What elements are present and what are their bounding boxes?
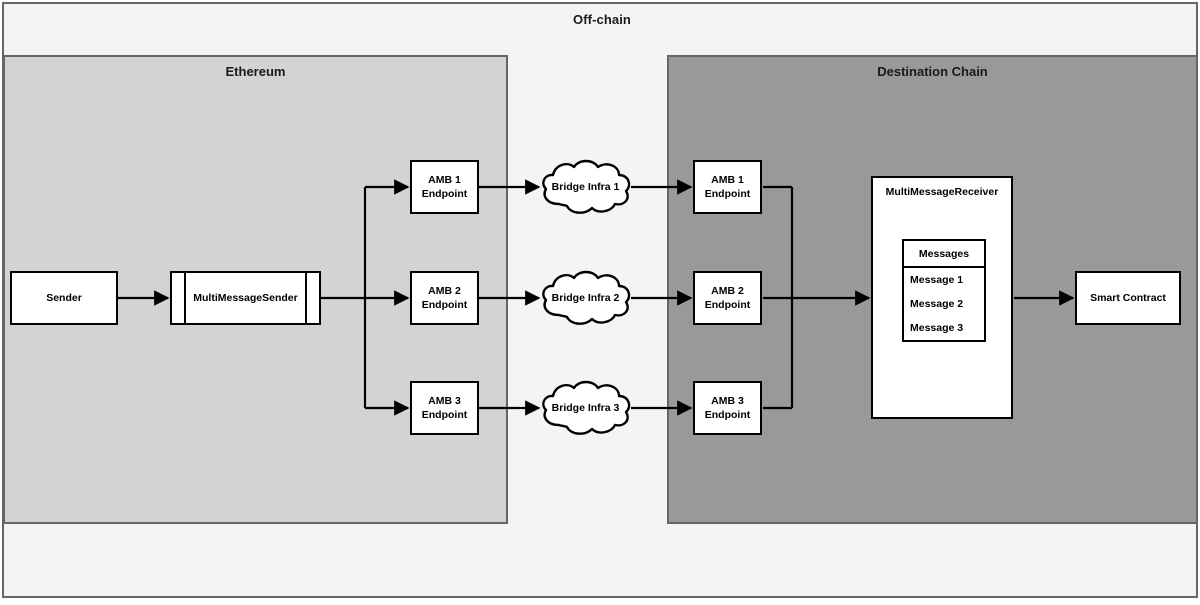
cloud-icon bbox=[542, 380, 631, 435]
messages-table-row: Message 3 bbox=[910, 322, 964, 334]
node-bridge-infra-2[interactable]: Bridge Infra 2 bbox=[539, 269, 632, 327]
component-left-divider bbox=[184, 273, 186, 323]
node-multi-message-sender[interactable]: MultiMessageSender bbox=[170, 271, 321, 325]
cloud-icon bbox=[542, 159, 631, 214]
node-multi-message-receiver[interactable]: MultiMessageReceiver Messages Message 1 … bbox=[871, 176, 1013, 419]
smart-contract-label: Smart Contract bbox=[1090, 291, 1166, 304]
source-amb-2-label: AMB 2 Endpoint bbox=[421, 284, 468, 311]
sender-label: Sender bbox=[46, 291, 82, 304]
dest-amb-2-label: AMB 2 Endpoint bbox=[704, 284, 751, 311]
node-bridge-infra-1[interactable]: Bridge Infra 1 bbox=[539, 158, 632, 216]
messages-table: Messages Message 1 Message 2 Message 3 bbox=[902, 239, 986, 342]
multi-message-receiver-label: MultiMessageReceiver bbox=[885, 186, 999, 198]
messages-table-row: Message 1 bbox=[910, 274, 964, 286]
component-right-divider bbox=[305, 273, 307, 323]
node-source-amb-1-endpoint[interactable]: AMB 1 Endpoint bbox=[410, 160, 479, 214]
messages-table-header: Messages bbox=[904, 241, 984, 268]
destination-chain-title: Destination Chain bbox=[877, 64, 988, 79]
multi-message-sender-label: MultiMessageSender bbox=[193, 292, 298, 304]
messages-table-row: Message 2 bbox=[910, 298, 964, 310]
node-source-amb-2-endpoint[interactable]: AMB 2 Endpoint bbox=[410, 271, 479, 325]
node-dest-amb-3-endpoint[interactable]: AMB 3 Endpoint bbox=[693, 381, 762, 435]
offchain-title: Off-chain bbox=[573, 12, 631, 27]
node-source-amb-3-endpoint[interactable]: AMB 3 Endpoint bbox=[410, 381, 479, 435]
dest-amb-3-label: AMB 3 Endpoint bbox=[704, 394, 751, 421]
cloud-icon bbox=[542, 270, 631, 325]
node-bridge-infra-3[interactable]: Bridge Infra 3 bbox=[539, 379, 632, 437]
node-dest-amb-2-endpoint[interactable]: AMB 2 Endpoint bbox=[693, 271, 762, 325]
ethereum-title: Ethereum bbox=[225, 64, 286, 79]
source-amb-1-label: AMB 1 Endpoint bbox=[421, 173, 468, 200]
dest-amb-1-label: AMB 1 Endpoint bbox=[704, 173, 751, 200]
node-smart-contract[interactable]: Smart Contract bbox=[1075, 271, 1181, 325]
node-dest-amb-1-endpoint[interactable]: AMB 1 Endpoint bbox=[693, 160, 762, 214]
node-sender[interactable]: Sender bbox=[10, 271, 118, 325]
source-amb-3-label: AMB 3 Endpoint bbox=[421, 394, 468, 421]
